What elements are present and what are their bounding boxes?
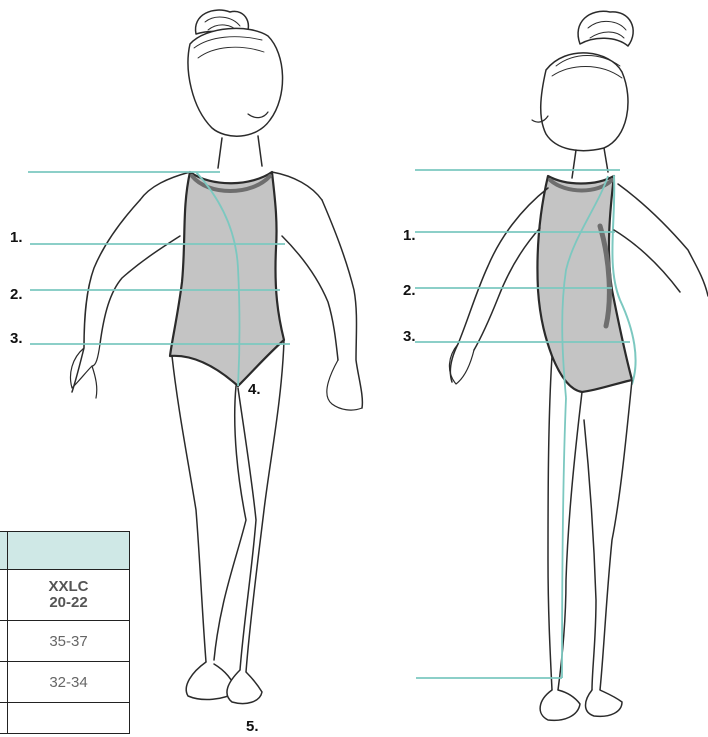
table-header-stub bbox=[0, 532, 8, 570]
table-cell: 32-34 bbox=[8, 662, 130, 703]
front-label-5: 5. bbox=[246, 718, 259, 735]
side-label-3: 3. bbox=[403, 328, 416, 345]
size-range: 20-22 bbox=[8, 595, 129, 611]
table-row: 35-37 bbox=[0, 621, 130, 662]
size-column-header: XXLC 20-22 bbox=[8, 570, 130, 621]
side-label-1: 1. bbox=[403, 227, 416, 244]
front-label-3: 3. bbox=[10, 330, 23, 347]
side-label-2: 2. bbox=[403, 282, 416, 299]
table-row: XXLC 20-22 bbox=[0, 570, 130, 621]
table-header-row bbox=[0, 532, 130, 570]
table-header-cell bbox=[8, 532, 130, 570]
front-label-1: 1. bbox=[10, 229, 23, 246]
size-table: XXLC 20-22 35-37 32-34 bbox=[0, 531, 130, 734]
size-name: XXLC bbox=[8, 579, 129, 595]
side-figure bbox=[449, 11, 708, 720]
front-label-4: 4. bbox=[248, 381, 261, 398]
table-cell bbox=[8, 703, 130, 734]
table-row: 32-34 bbox=[0, 662, 130, 703]
front-label-2: 2. bbox=[10, 286, 23, 303]
table-row bbox=[0, 703, 130, 734]
table-cell: 35-37 bbox=[8, 621, 130, 662]
